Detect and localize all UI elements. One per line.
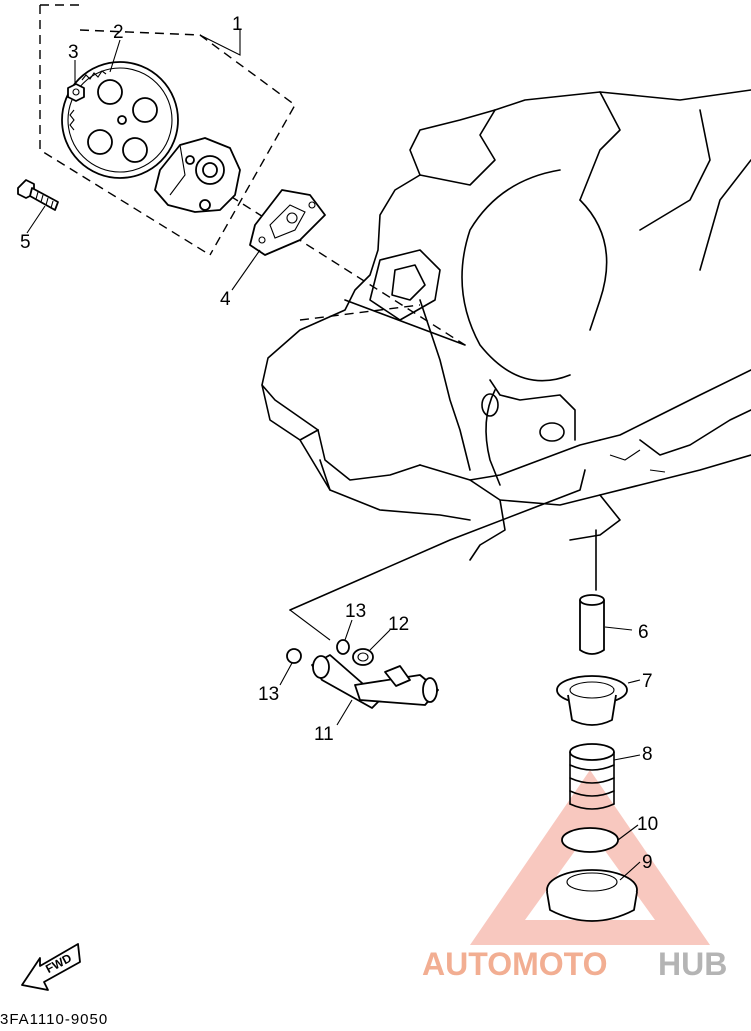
callout-labels: 1 2 3 4 5 6 7 8 9 10 11 12 13 13 bbox=[20, 14, 658, 873]
callout-7: 7 bbox=[642, 671, 653, 692]
part-10-o-ring bbox=[561, 827, 619, 853]
callout-13-lower: 13 bbox=[258, 684, 279, 705]
callout-10: 10 bbox=[637, 814, 658, 835]
watermark-text-part2: HUB bbox=[658, 946, 727, 982]
callout-6: 6 bbox=[638, 622, 649, 643]
part-2-gear bbox=[61, 61, 179, 179]
assembly-boundary bbox=[39, 4, 597, 641]
crankcase-outline bbox=[261, 89, 751, 561]
part-11-oil-pipe bbox=[311, 654, 439, 709]
fwd-direction-arrow: FWD bbox=[21, 943, 81, 991]
part-12-washer bbox=[352, 648, 374, 666]
callout-13-upper: 13 bbox=[345, 601, 366, 622]
callout-8: 8 bbox=[642, 744, 653, 765]
part-7-strainer-cap bbox=[556, 675, 628, 726]
callout-1: 1 bbox=[232, 14, 243, 35]
part-5-bolt bbox=[17, 179, 59, 211]
part-4-gasket bbox=[249, 189, 326, 256]
part-1-oil-pump bbox=[154, 137, 241, 213]
watermark-text: AUTOMOTO HUB bbox=[422, 946, 727, 982]
part-8-spring bbox=[569, 743, 615, 810]
callout-4: 4 bbox=[220, 289, 231, 310]
callout-3: 3 bbox=[68, 42, 79, 63]
drawing-code: 3FA1110-9050 bbox=[0, 1011, 108, 1026]
part-13-o-ring-upper bbox=[336, 639, 350, 655]
callout-2: 2 bbox=[113, 22, 124, 43]
callout-11: 11 bbox=[314, 724, 334, 745]
watermark-logo bbox=[470, 770, 710, 945]
callout-leaders bbox=[26, 39, 641, 881]
part-6-pipe bbox=[579, 594, 605, 655]
part-13-o-ring-lower bbox=[286, 648, 302, 664]
callout-5: 5 bbox=[20, 232, 31, 253]
watermark-text-part1: AUTOMOTO bbox=[422, 946, 607, 982]
part-3-nut bbox=[67, 83, 85, 102]
callout-9: 9 bbox=[642, 852, 653, 873]
part-9-drain-plug bbox=[546, 869, 638, 922]
callout-12: 12 bbox=[388, 614, 409, 635]
